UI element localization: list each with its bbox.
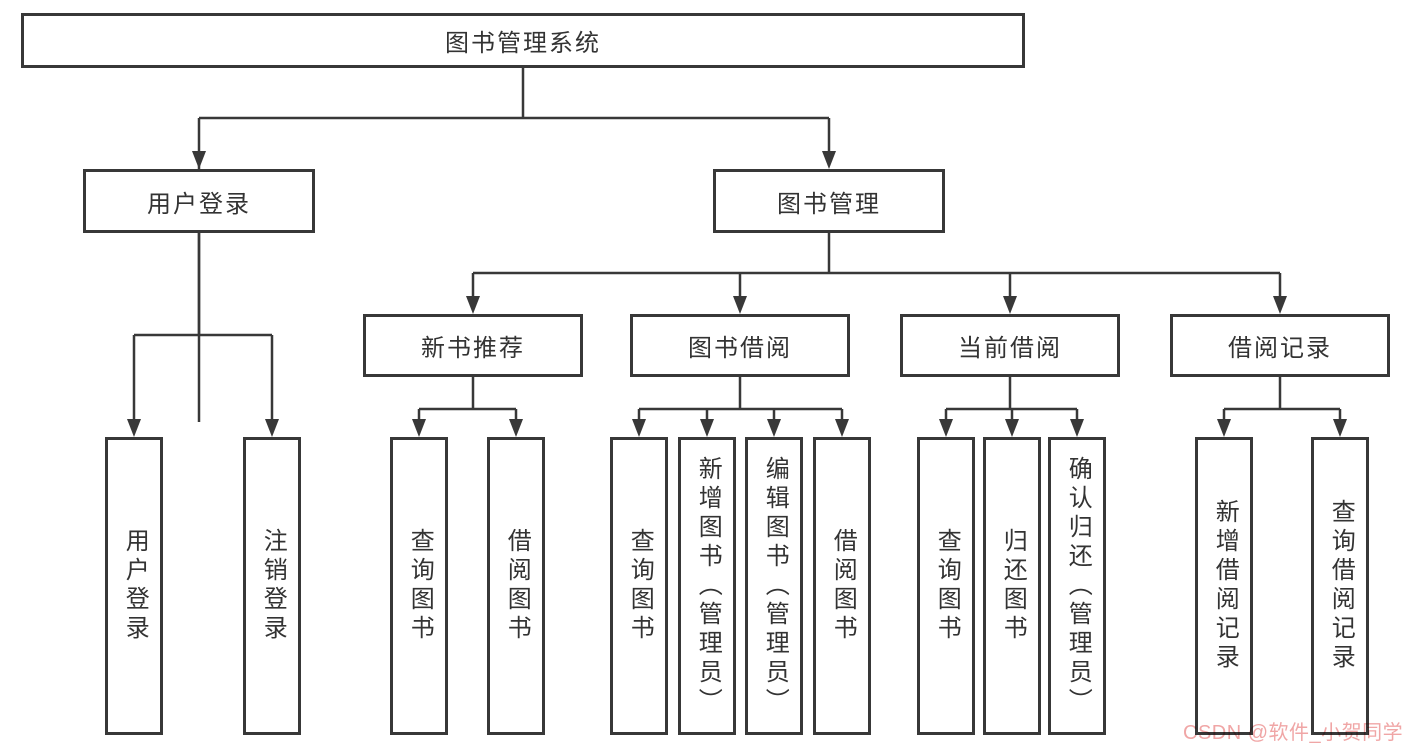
node-borrow-records: 借阅记录 <box>1170 314 1390 377</box>
leaf-logout: 注销登录 <box>243 437 301 735</box>
arrowhead <box>1005 419 1019 437</box>
leaf-edit-books-admin: 编辑图书（管理员） <box>745 437 803 735</box>
leaf-query-borrow-record: 查询借阅记录 <box>1311 437 1369 735</box>
leaf-confirm-return-admin: 确认归还（管理员） <box>1048 437 1106 735</box>
leaf-add-borrow-record: 新增借阅记录 <box>1195 437 1253 735</box>
arrowhead <box>509 419 523 437</box>
node-new-book-recommend: 新书推荐 <box>363 314 583 377</box>
arrowhead <box>265 419 279 437</box>
arrowhead <box>412 419 426 437</box>
connector <box>1222 377 1342 422</box>
arrowhead <box>1070 419 1084 437</box>
leaf-query-books-borrow: 查询图书 <box>610 437 668 735</box>
arrowhead <box>1217 419 1231 437</box>
arrowhead <box>1003 296 1017 314</box>
leaf-return-books: 归还图书 <box>983 437 1041 735</box>
connector <box>132 233 274 422</box>
leaf-query-books-current: 查询图书 <box>917 437 975 735</box>
arrowhead <box>1333 419 1347 437</box>
leaf-borrow-books: 借阅图书 <box>813 437 871 735</box>
connector <box>944 377 1079 422</box>
connector <box>637 377 844 422</box>
arrowhead <box>192 151 206 169</box>
arrowhead <box>127 419 141 437</box>
arrowhead <box>835 419 849 437</box>
connector <box>417 377 518 422</box>
node-book-borrow: 图书借阅 <box>630 314 850 377</box>
arrowhead <box>767 419 781 437</box>
node-current-borrow: 当前借阅 <box>900 314 1120 377</box>
node-root: 图书管理系统 <box>21 13 1025 68</box>
connector <box>471 233 1282 299</box>
leaf-user-login: 用户登录 <box>105 437 163 735</box>
node-user-login: 用户登录 <box>83 169 315 233</box>
leaf-borrow-books-recommend: 借阅图书 <box>487 437 545 735</box>
leaf-add-books-admin: 新增图书（管理员） <box>678 437 736 735</box>
node-book-management: 图书管理 <box>713 169 945 233</box>
arrowhead <box>822 151 836 169</box>
connector <box>197 68 831 422</box>
csdn-watermark: CSDN @软件_小贺同学 <box>1183 722 1404 744</box>
arrowhead <box>1273 296 1287 314</box>
arrowhead <box>632 419 646 437</box>
leaf-query-books-recommend: 查询图书 <box>390 437 448 735</box>
arrowhead <box>466 296 480 314</box>
arrowhead <box>939 419 953 437</box>
arrowhead <box>733 296 747 314</box>
arrowhead <box>700 419 714 437</box>
